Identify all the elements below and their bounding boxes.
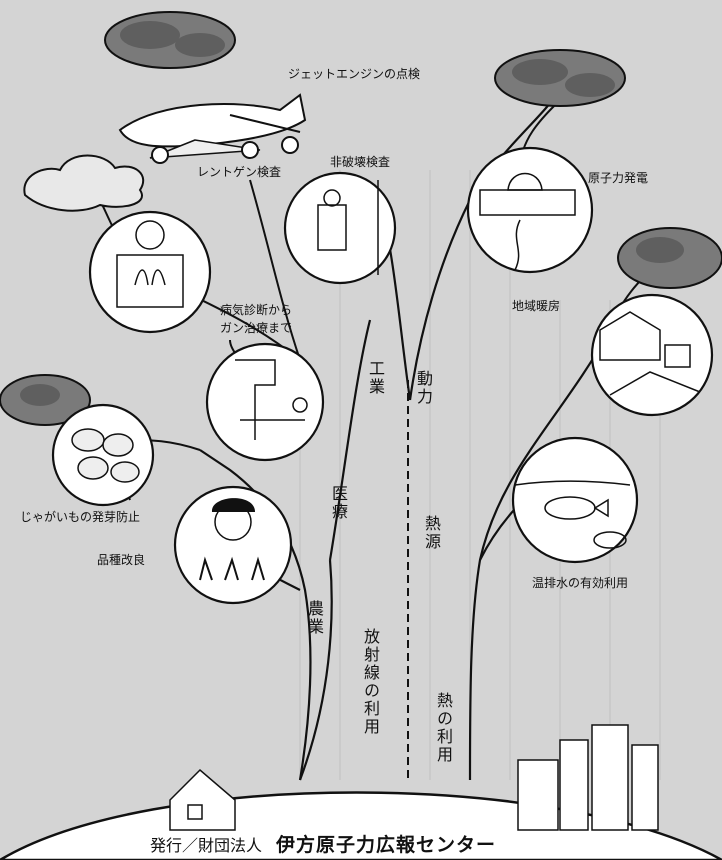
trunk-label-medical: 医療 xyxy=(330,485,346,521)
vignette-breeding xyxy=(175,487,291,603)
vignette-treatment xyxy=(207,344,323,460)
vignette-warm-water xyxy=(513,438,637,562)
house xyxy=(170,770,235,830)
trunk-label-industry: 工業 xyxy=(367,360,383,396)
trunk-label-power: 動力 xyxy=(415,370,431,406)
footer: 発行／財団法人伊方原子力広報センター xyxy=(150,830,496,857)
airplane xyxy=(120,95,305,163)
vignette-ndt xyxy=(285,173,395,283)
canopy-top-right xyxy=(495,50,625,106)
canopy-top-left xyxy=(105,12,235,68)
footer-organization: 伊方原子力広報センター xyxy=(276,834,496,856)
label-nuclear-power: 原子力発電 xyxy=(588,172,648,184)
label-jet-engine-inspection: ジェットエンジンの点検 xyxy=(288,68,420,80)
label-district-heating: 地域暖房 xyxy=(512,300,560,312)
footer-publisher: 発行／財団法人 xyxy=(150,836,262,855)
label-non-destructive-testing: 非破壊検査 xyxy=(330,156,390,168)
vignette-xray xyxy=(90,212,210,332)
cloud-left xyxy=(24,156,143,211)
label-warm-water-utilization: 温排水の有効利用 xyxy=(532,577,628,589)
vignette-nuclear-plant xyxy=(468,148,592,272)
trunk-label-heat-source: 熱源 xyxy=(423,515,439,551)
vignette-potato xyxy=(53,405,153,505)
vignette-district-heating xyxy=(592,295,712,415)
trunk-label-radiation-use: 放射線の利用 xyxy=(362,628,378,736)
city-buildings xyxy=(518,725,658,830)
label-diagnosis-line1: 病気診断から xyxy=(220,304,292,316)
trunk-label-heat-use: 熱の利用 xyxy=(435,692,451,764)
trunk-label-agriculture: 農業 xyxy=(306,600,322,636)
label-potato-sprout-prevention: じゃがいもの発芽防止 xyxy=(20,511,140,523)
label-diagnosis-line2: ガン治療まで xyxy=(220,322,292,334)
canopy-right xyxy=(618,228,722,288)
label-xray-exam: レントゲン検査 xyxy=(197,166,281,178)
label-breed-improvement: 品種改良 xyxy=(97,554,145,566)
